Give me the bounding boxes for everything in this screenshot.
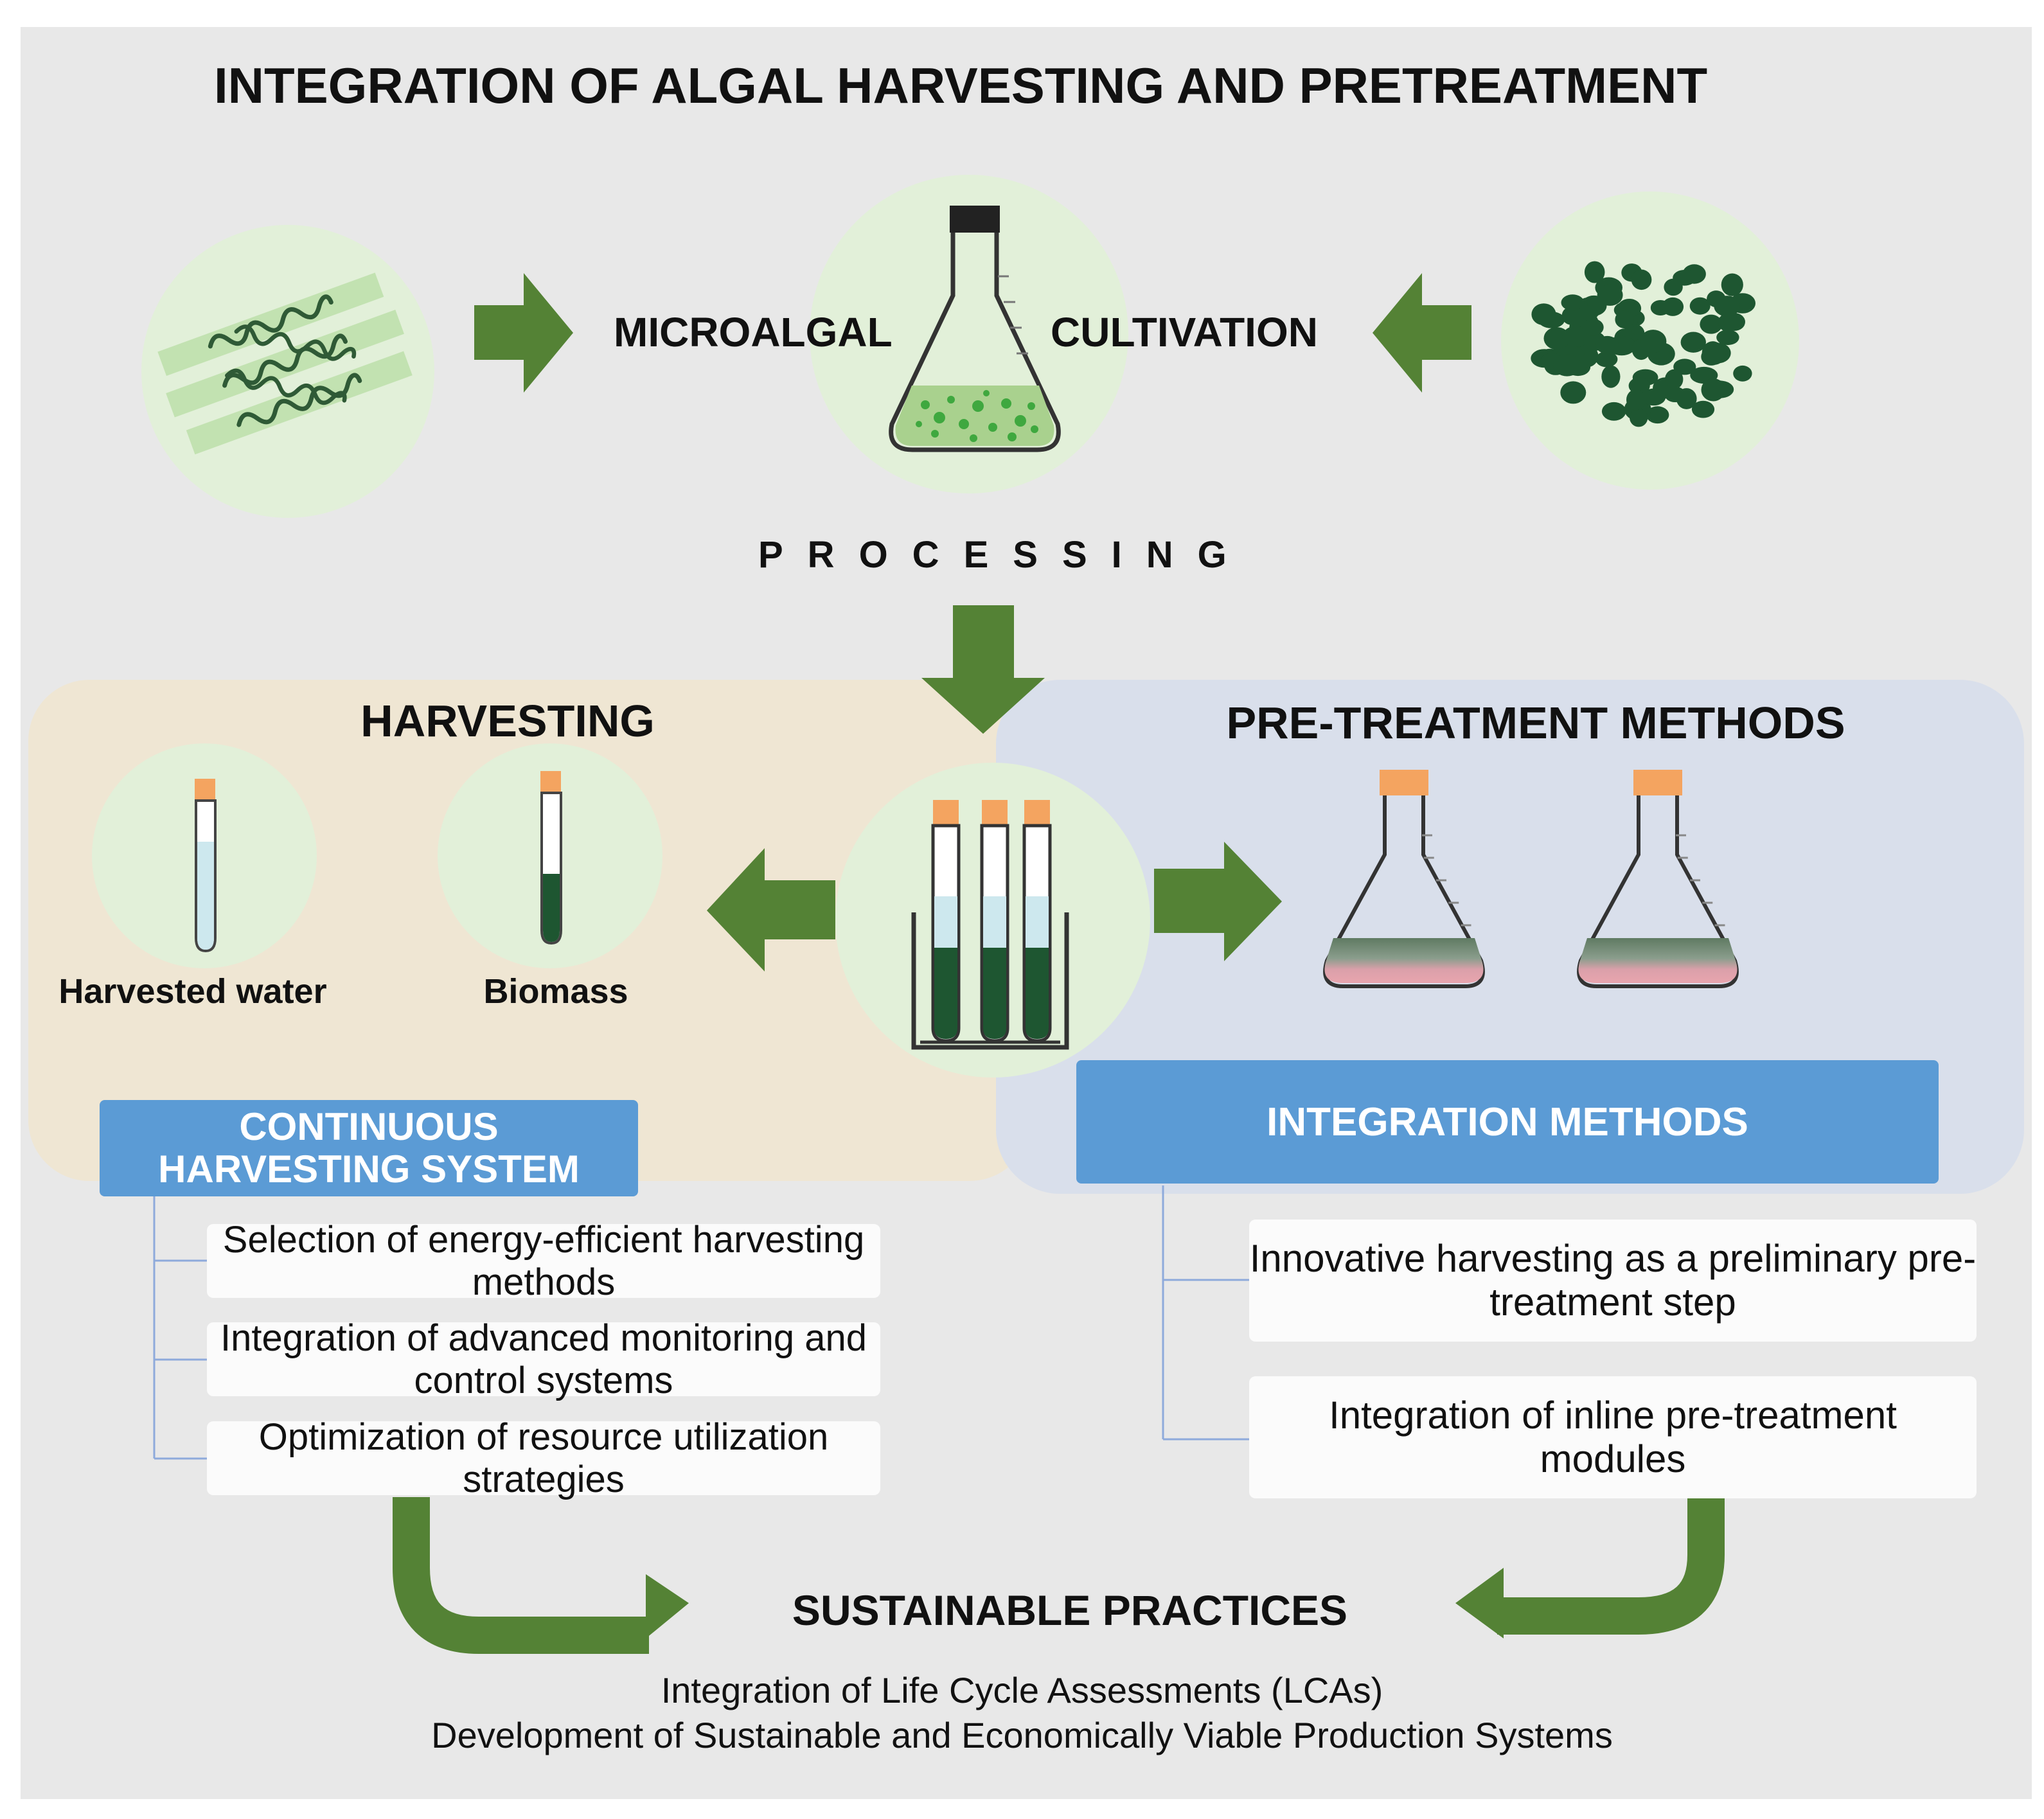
algae-cell bbox=[1689, 297, 1711, 315]
algae-cell bbox=[1691, 400, 1715, 418]
arrow-left-harvesting bbox=[707, 848, 835, 972]
algae-cell bbox=[1595, 351, 1618, 368]
test-tube-rack-icon bbox=[835, 763, 1150, 1078]
arrow-head-left bbox=[1455, 1568, 1504, 1638]
algae-cell bbox=[1531, 303, 1556, 326]
algae-cell bbox=[1665, 369, 1684, 390]
algae-cell bbox=[1601, 365, 1621, 388]
continuous-harvesting-title-line1: CONTINUOUS bbox=[239, 1105, 499, 1148]
algae-cell bbox=[1584, 261, 1605, 283]
harvesting-item: Integration of advanced monitoring and c… bbox=[207, 1317, 880, 1401]
continuous-harvesting-system-box: CONTINUOUS HARVESTING SYSTEM bbox=[100, 1100, 638, 1196]
erlenmeyer-flasks bbox=[1323, 770, 1739, 988]
arrow-right-pretreatment bbox=[1154, 842, 1282, 961]
algae-cell bbox=[1646, 406, 1669, 424]
processing-label: PROCESSING bbox=[758, 534, 1251, 576]
biomass-tube-icon bbox=[438, 743, 662, 968]
sustainable-line: Integration of Life Cycle Assessments (L… bbox=[661, 1670, 1383, 1710]
algae-cell bbox=[1626, 389, 1646, 411]
arrow-head-right bbox=[646, 1574, 689, 1638]
harvested-water-tube-icon bbox=[92, 743, 317, 968]
sustainable-line: Development of Sustainable and Economica… bbox=[431, 1715, 1613, 1755]
harvested-water-label: Harvested water bbox=[58, 972, 327, 1011]
algae-cell bbox=[1587, 296, 1606, 313]
integration-methods-box: INTEGRATION METHODS bbox=[1076, 1060, 1939, 1184]
harvesting-item: Optimization of resource utilization str… bbox=[207, 1416, 880, 1500]
algae-cell bbox=[1723, 313, 1745, 331]
algae-cell bbox=[1702, 341, 1724, 364]
cultivation-left-word: MICROALGAL bbox=[614, 309, 893, 355]
integration-item: Innovative harvesting as a preliminary p… bbox=[1249, 1220, 1977, 1342]
filament-algae-icon bbox=[141, 225, 434, 518]
algae-cell bbox=[1662, 297, 1684, 316]
algae-cell bbox=[1553, 354, 1581, 377]
algae-cell bbox=[1543, 327, 1570, 350]
pretreatment-title: PRE-TREATMENT METHODS bbox=[1226, 698, 1845, 748]
algae-cell bbox=[1680, 332, 1706, 353]
algae-cell bbox=[1601, 402, 1626, 421]
arrow-left-top bbox=[1373, 273, 1471, 393]
algae-cell bbox=[1595, 335, 1619, 354]
diagram-title: INTEGRATION OF ALGAL HARVESTING AND PRET… bbox=[214, 57, 1708, 114]
flask-icon bbox=[810, 175, 1128, 493]
arrow-right-top bbox=[474, 273, 573, 393]
rack-test-tube bbox=[931, 800, 961, 1043]
cultivation-right-word: CULTIVATION bbox=[1051, 309, 1318, 355]
algae-cell bbox=[1700, 314, 1723, 334]
integration-item: Integration of inline pre-treatment modu… bbox=[1249, 1376, 1977, 1498]
arrow-curved-left-to-sustainable bbox=[393, 1497, 649, 1654]
algae-cell bbox=[1631, 269, 1652, 290]
harvesting-item: Selection of energy-efficient harvesting… bbox=[207, 1219, 880, 1303]
erlenmeyer-flask-icon bbox=[1323, 770, 1485, 988]
arrow-curved-right-to-sustainable bbox=[1497, 1497, 1725, 1635]
algae-cell bbox=[1562, 326, 1590, 348]
algae-cell bbox=[1630, 409, 1648, 427]
algae-cell bbox=[1561, 294, 1585, 311]
algae-cell bbox=[1701, 378, 1725, 402]
biomass-label: Biomass bbox=[483, 972, 628, 1011]
spherical-algae-icon bbox=[1501, 191, 1799, 490]
harvesting-title: HARVESTING bbox=[360, 696, 655, 746]
algae-cell bbox=[1673, 359, 1696, 375]
algae-cell bbox=[1721, 273, 1743, 296]
algae-cell bbox=[1560, 381, 1586, 404]
rack-test-tube bbox=[980, 800, 1009, 1043]
algae-cell bbox=[1615, 310, 1634, 329]
algae-cell bbox=[1582, 319, 1604, 336]
algae-cell bbox=[1640, 330, 1667, 353]
sustainable-practices-title: SUSTAINABLE PRACTICES bbox=[792, 1586, 1348, 1634]
erlenmeyer-flask-icon bbox=[1577, 770, 1739, 988]
continuous-harvesting-title-line2: HARVESTING SYSTEM bbox=[158, 1148, 580, 1191]
algae-cell bbox=[1673, 270, 1696, 286]
algae-cell bbox=[1716, 330, 1739, 346]
algae-cell bbox=[1642, 388, 1666, 406]
integration-connectors bbox=[1162, 1185, 1249, 1441]
algae-cell bbox=[1714, 296, 1740, 317]
harvesting-connectors bbox=[153, 1196, 207, 1460]
algae-cell bbox=[1733, 365, 1752, 382]
algae-cell bbox=[1561, 306, 1581, 325]
rack-test-tube bbox=[1022, 800, 1052, 1043]
arrow-down-processing bbox=[921, 605, 1045, 734]
integration-methods-title: INTEGRATION METHODS bbox=[1266, 1099, 1748, 1144]
algae-cell bbox=[1676, 388, 1697, 409]
